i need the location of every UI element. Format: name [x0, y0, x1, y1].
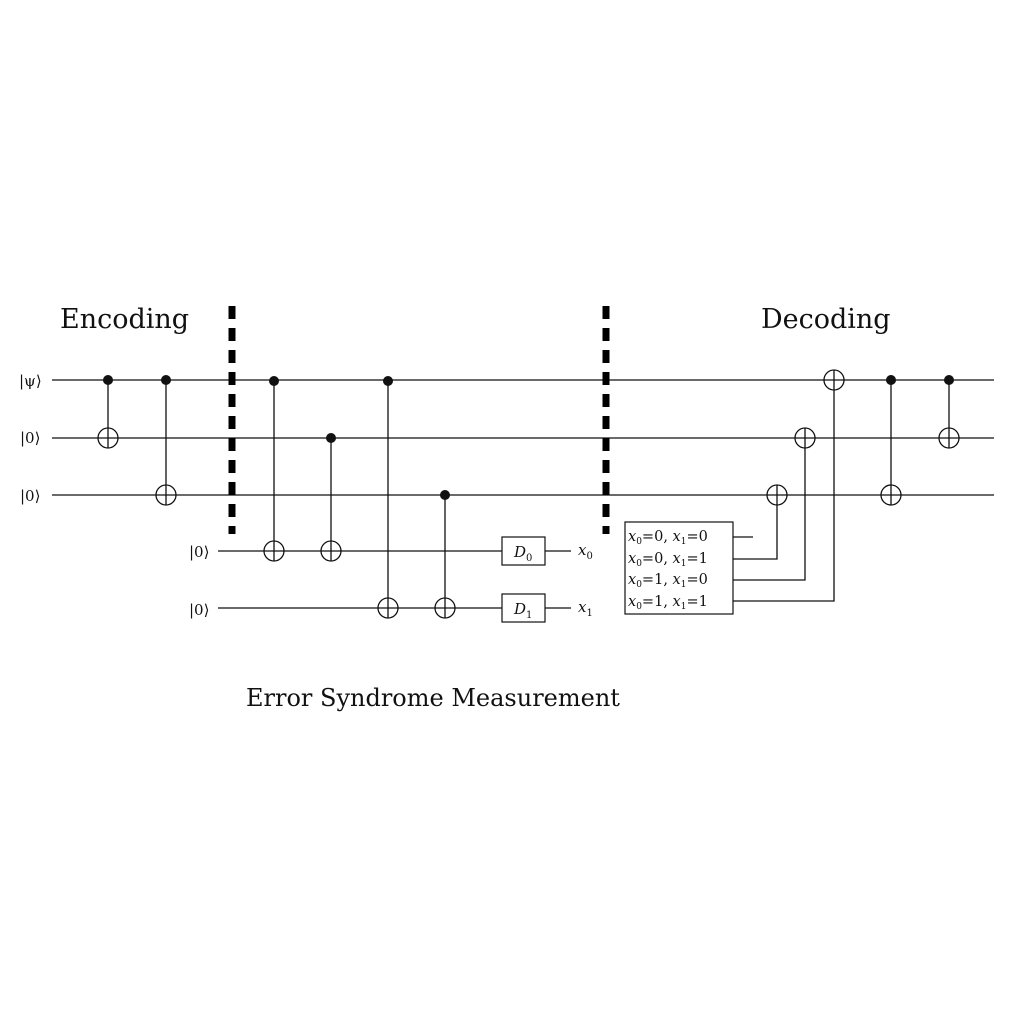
- control-dot: [269, 376, 279, 386]
- classical-line-row3: [733, 448, 806, 581]
- correction-x-qubit0: [823, 369, 845, 391]
- correction-x-qubit2: [766, 484, 788, 506]
- lookup-row-2: x0=0, x1=1: [628, 551, 708, 569]
- detector-d1: D1: [501, 593, 546, 623]
- input-zero-2: |0⟩: [20, 487, 40, 505]
- decoding-cnot-1: [880, 375, 902, 506]
- syndrome-cnot-3: [377, 376, 399, 619]
- classical-line-row4: [733, 390, 835, 602]
- syndrome-cnot-1: [263, 376, 285, 562]
- classical-line-row2: [733, 505, 778, 560]
- input-zero-1: |0⟩: [20, 429, 40, 447]
- encoding-cnot-1: [97, 375, 119, 449]
- syndrome-cnot-4: [434, 490, 456, 619]
- control-dot: [326, 433, 336, 443]
- control-dot: [161, 375, 171, 385]
- control-dot: [383, 376, 393, 386]
- lookup-row-1: x0=0, x1=0: [628, 529, 708, 547]
- control-dot: [440, 490, 450, 500]
- control-dot: [103, 375, 113, 385]
- detector-d0: D0: [501, 536, 546, 566]
- control-dot: [944, 375, 954, 385]
- input-psi: |ψ⟩: [19, 372, 42, 390]
- output-x0: x0: [578, 541, 593, 562]
- decoding-title: Decoding: [761, 304, 891, 335]
- encoding-title: Encoding: [60, 304, 189, 335]
- decoding-cnot-2: [938, 375, 960, 449]
- correction-x-qubit1: [794, 427, 816, 449]
- input-zero-ancilla-1: |0⟩: [189, 543, 209, 561]
- syndrome-lookup-table: x0=0, x1=0 x0=0, x1=1 x0=1, x1=0 x0=1, x…: [624, 521, 734, 615]
- svg-text:D0: D0: [513, 543, 532, 564]
- syndrome-title: Error Syndrome Measurement: [246, 684, 620, 712]
- encoding-cnot-2: [155, 375, 177, 506]
- control-dot: [886, 375, 896, 385]
- lookup-row-4: x0=1, x1=1: [628, 594, 708, 612]
- lookup-row-3: x0=1, x1=0: [628, 572, 708, 590]
- input-zero-ancilla-2: |0⟩: [189, 601, 209, 619]
- syndrome-cnot-2: [320, 433, 342, 562]
- svg-text:D1: D1: [513, 600, 532, 621]
- output-x1: x1: [578, 598, 593, 619]
